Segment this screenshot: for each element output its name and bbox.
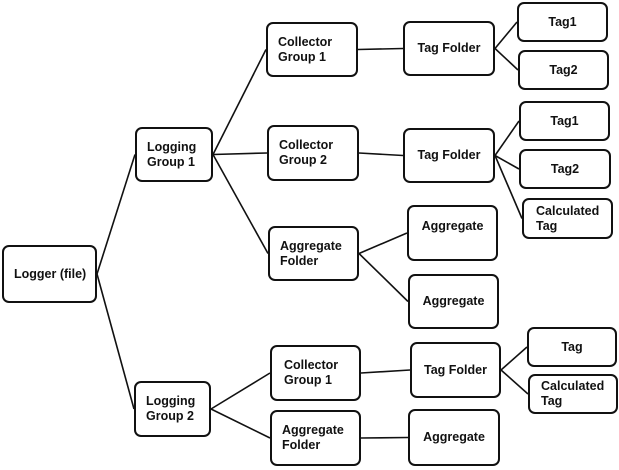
edge-tf3-tc bbox=[500, 346, 528, 371]
node-label: Aggregate bbox=[423, 430, 485, 444]
edge-lg1-cg2 bbox=[212, 152, 268, 156]
node-aggregate-a: Aggregate bbox=[407, 205, 498, 261]
node-tag2-a: Tag2 bbox=[518, 50, 609, 90]
node-label: Tag Folder bbox=[417, 41, 481, 55]
node-tag-folder-1: Tag Folder bbox=[403, 21, 495, 76]
node-collector-group-2: Collector Group 2 bbox=[267, 125, 359, 181]
edge-af2-agC bbox=[360, 436, 409, 439]
node-tag-folder-3: Tag Folder bbox=[410, 342, 501, 398]
node-label: Collector Group 2 bbox=[279, 138, 334, 167]
edge-tf2-t1b bbox=[494, 120, 520, 156]
node-label: Aggregate Folder bbox=[280, 238, 342, 268]
node-aggregate-b: Aggregate bbox=[408, 274, 499, 329]
node-calculated-tag-a: Calculated Tag bbox=[522, 198, 613, 239]
node-collector-group-1: Collector Group 1 bbox=[266, 22, 358, 77]
edge-af1-agB bbox=[358, 252, 409, 303]
node-label: Aggregate bbox=[421, 219, 484, 233]
edge-lg1-af1 bbox=[212, 154, 269, 254]
node-logging-group-2: Logging Group 2 bbox=[134, 381, 211, 437]
node-label: Collector Group 1 bbox=[278, 34, 333, 64]
node-label: Aggregate bbox=[422, 294, 485, 308]
node-label: Tag Folder bbox=[424, 362, 487, 377]
edge-af1-agA bbox=[358, 232, 408, 255]
node-label: Calculated Tag bbox=[536, 203, 600, 233]
node-label: Logging Group 2 bbox=[146, 394, 196, 423]
node-label: Aggregate Folder bbox=[282, 423, 344, 452]
node-label: Tag1 bbox=[550, 113, 579, 128]
edge-cg3-tf3 bbox=[360, 369, 411, 374]
edge-cg1-tf1 bbox=[357, 47, 404, 51]
node-calculated-tag-b: Calculated Tag bbox=[528, 374, 618, 414]
node-label: Tag Folder bbox=[417, 148, 481, 162]
node-label: Tag1 bbox=[548, 14, 577, 29]
node-aggregate-folder-1: Aggregate Folder bbox=[268, 226, 359, 281]
node-label: Tag2 bbox=[549, 62, 578, 77]
edge-lg2-af2 bbox=[210, 408, 271, 439]
edge-tf1-t2a bbox=[494, 47, 519, 71]
edge-logger-lg2 bbox=[96, 273, 135, 410]
node-label: Tag bbox=[561, 339, 583, 354]
node-tag2-b: Tag2 bbox=[519, 149, 611, 189]
edge-tf3-ctc bbox=[500, 369, 529, 395]
edge-cg2-tf2 bbox=[358, 152, 404, 157]
node-tag: Tag bbox=[527, 327, 617, 367]
edge-logger-lg1 bbox=[96, 154, 136, 275]
node-label: Logger (file) bbox=[14, 266, 87, 281]
node-aggregate-c: Aggregate bbox=[408, 409, 500, 466]
node-label: Calculated Tag bbox=[541, 379, 605, 408]
node-aggregate-folder-2: Aggregate Folder bbox=[270, 410, 361, 466]
edge-tf2-t2b bbox=[494, 154, 520, 170]
edge-lg1-cg1 bbox=[212, 49, 267, 155]
node-logging-group-1: Logging Group 1 bbox=[135, 127, 213, 182]
edge-lg2-cg3 bbox=[210, 372, 271, 410]
node-tag1-b: Tag1 bbox=[519, 101, 610, 141]
edge-tf1-t1a bbox=[494, 21, 518, 50]
node-logger-file: Logger (file) bbox=[2, 245, 97, 303]
edge-tf2-ctb bbox=[494, 155, 523, 219]
node-tag-folder-2: Tag Folder bbox=[403, 128, 495, 183]
node-label: Collector Group 1 bbox=[284, 358, 339, 387]
node-tag1-a: Tag1 bbox=[517, 2, 608, 42]
node-label: Logging Group 1 bbox=[147, 139, 197, 169]
node-collector-group-1-lg2: Collector Group 1 bbox=[270, 345, 361, 401]
node-label: Tag2 bbox=[550, 161, 580, 176]
